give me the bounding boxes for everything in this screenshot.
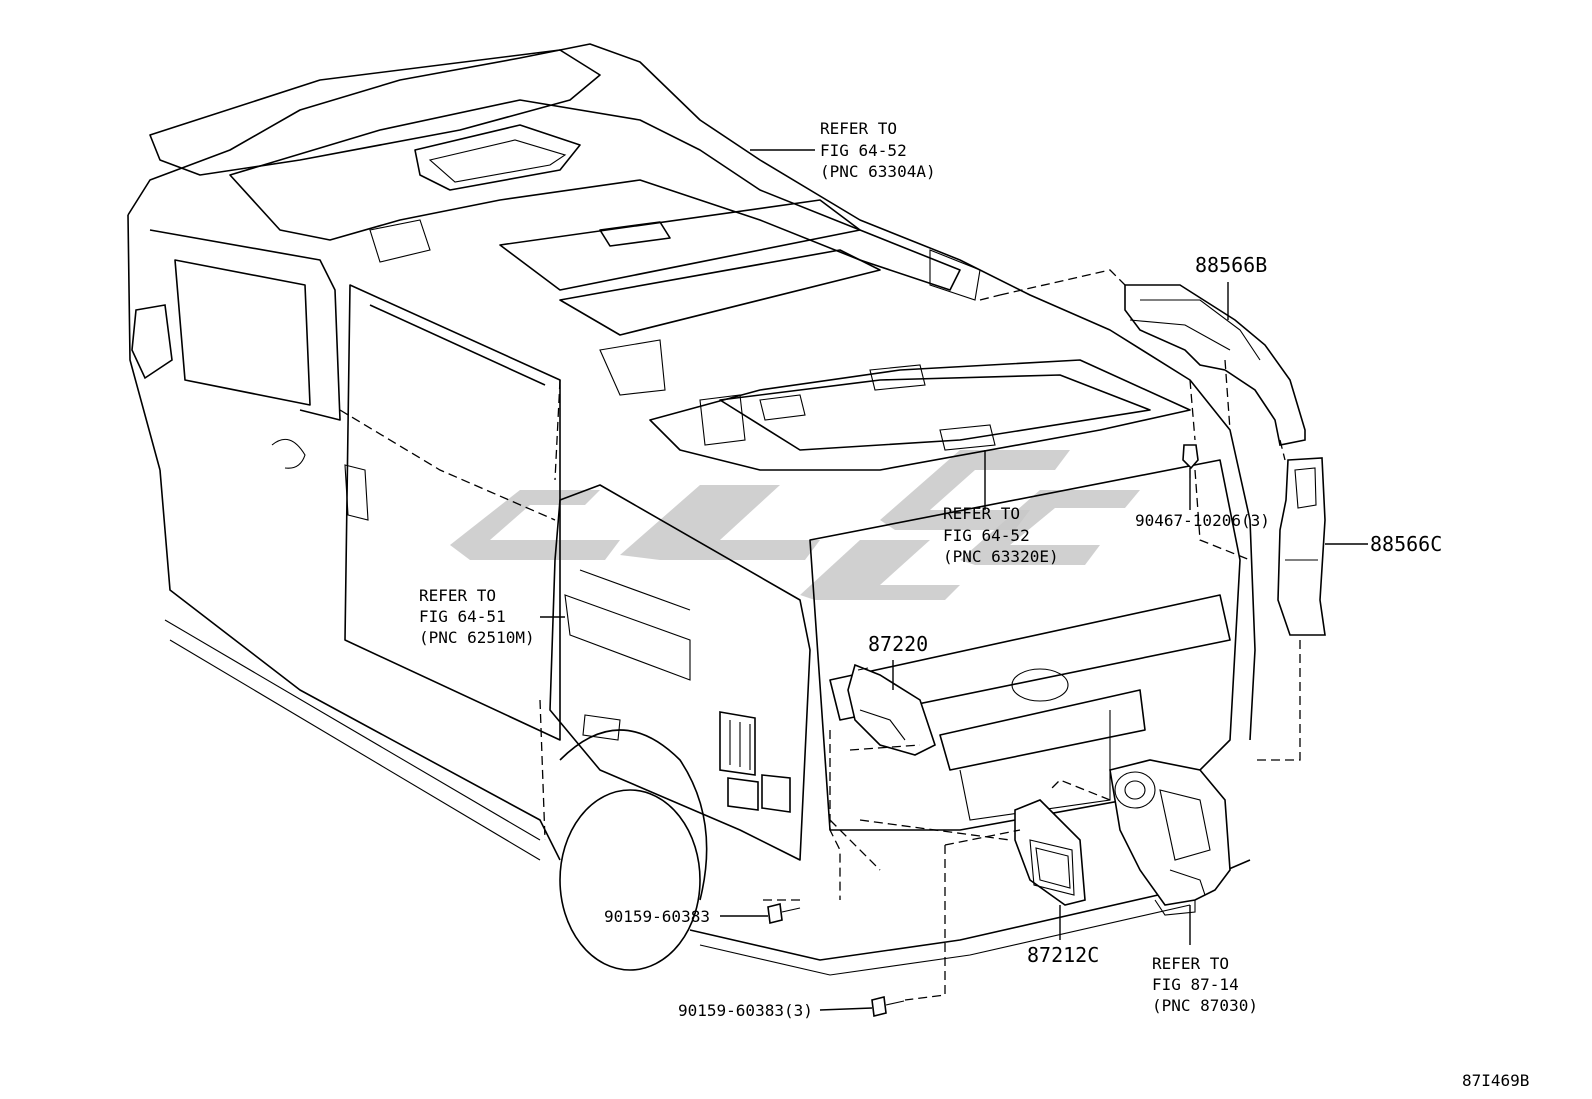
callout-roof-line2: FIG 64-52 — [820, 141, 907, 160]
screw-fastener-a — [767, 903, 801, 924]
blower-assembly — [1109, 759, 1231, 916]
watermark-logo — [450, 450, 1140, 600]
part-88566c: 88566C — [1370, 532, 1442, 556]
callout-quarter-line2: FIG 64-51 — [419, 607, 506, 626]
diagram-code: 87I469B — [1462, 1071, 1529, 1090]
leader-lines — [540, 149, 1368, 1011]
part-90467-10206: 90467-10206(3) — [1135, 511, 1270, 530]
screw-fastener-b — [871, 996, 905, 1017]
callout-rear-line2: FIG 64-52 — [943, 526, 1030, 545]
part-90159-60383: 90159-60383 — [604, 907, 710, 926]
duct-88566c — [1277, 457, 1326, 636]
callout-blower-line3: (PNC 87030) — [1152, 996, 1258, 1015]
dashed-guide-lines — [339, 269, 1301, 1001]
callout-quarter-line1: REFER TO — [419, 586, 496, 605]
callout-rear-line3: (PNC 63320E) — [943, 547, 1059, 566]
callout-blower-line1: REFER TO — [1152, 954, 1229, 973]
callout-roof-line3: (PNC 63304A) — [820, 162, 936, 181]
outlet-cover-87212c — [1014, 799, 1086, 906]
part-90159-60383-qty3: 90159-60383(3) — [678, 1001, 813, 1020]
roof-headliner — [149, 49, 1191, 471]
callout-roof-line1: REFER TO — [820, 119, 897, 138]
callout-quarter-line3: (PNC 62510M) — [419, 628, 535, 647]
part-87212c: 87212C — [1027, 943, 1099, 967]
grille-87220 — [847, 663, 936, 756]
callout-rear-line1: REFER TO — [943, 504, 1020, 523]
part-87220: 87220 — [868, 632, 928, 656]
quarter-trim-panel — [549, 484, 811, 861]
duct-88566b — [1124, 284, 1306, 446]
part-88566b: 88566B — [1195, 253, 1267, 277]
callout-blower-line2: FIG 87-14 — [1152, 975, 1239, 994]
